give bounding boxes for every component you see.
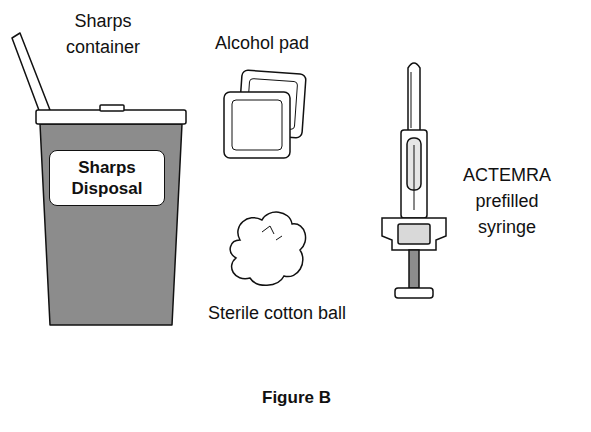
figure-caption: Figure B [262, 388, 331, 408]
sharps-container [12, 33, 186, 325]
part-label: Sharps container [53, 8, 153, 60]
label-text-group: Sharps Disposal [59, 157, 155, 199]
label-box: Sharps Disposal [49, 150, 165, 206]
label-text: Sharps Disposal [59, 157, 155, 199]
part-label: Alcohol pad [182, 30, 342, 56]
alcohol-pads [224, 70, 306, 158]
prefilled-syringe [382, 63, 446, 298]
part-label: ACTEMRA prefilled syringe [452, 162, 562, 240]
cotton-ball [230, 212, 305, 285]
part-label: Sterile cotton ball [177, 300, 377, 326]
